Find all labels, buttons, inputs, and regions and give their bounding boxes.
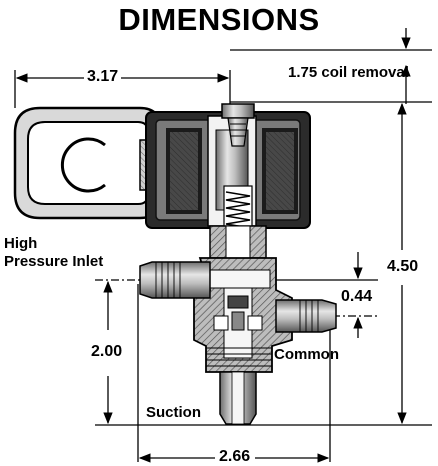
dim-0-44-label: 0.44 xyxy=(341,288,373,305)
inlet-label-line2: Pressure Inlet xyxy=(4,253,104,270)
dim-2-00-label: 2.00 xyxy=(88,343,126,361)
valve-body xyxy=(193,225,293,373)
coil-handle xyxy=(13,106,162,220)
inlet-fitting xyxy=(139,261,211,299)
dimension-lines xyxy=(14,28,432,463)
common-fitting xyxy=(275,299,337,333)
diagram-title: DIMENSIONS xyxy=(118,2,320,37)
top-nut xyxy=(221,103,255,147)
coil-removal-label: 1.75 coil removal xyxy=(288,64,409,81)
common-label: Common xyxy=(274,346,339,363)
dim-4-50-label: 4.50 xyxy=(384,258,422,276)
inlet-label-line1: High xyxy=(4,235,38,252)
suction-label: Suction xyxy=(146,404,201,421)
dim-2-66-label: 2.66 xyxy=(219,448,251,465)
dim-3-17-label: 3.17 xyxy=(84,68,122,86)
suction-fitting xyxy=(219,371,257,425)
